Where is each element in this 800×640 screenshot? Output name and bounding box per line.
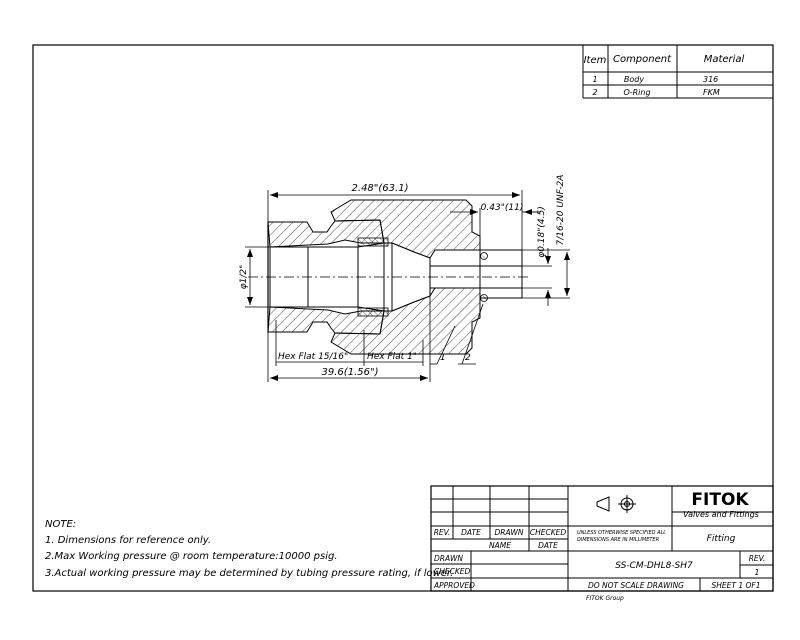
note-2: 2.Max Working pressure @ room temperatur… [45, 551, 338, 562]
parts-header-component: Component [613, 54, 672, 65]
parts-row-2-component: O-Ring [623, 88, 650, 97]
rev-header-date: DATE [461, 528, 481, 537]
rev-header-date2: DATE [538, 541, 558, 550]
o-ring-lower [480, 294, 488, 302]
parts-row-2-item: 2 [592, 88, 597, 97]
dim-stub-length: 0.43"(11) [481, 203, 524, 213]
dimensions: 2.48"(63.1) 0.43"(11) φ0.18"(4.5) 7/16-2… [239, 175, 570, 382]
o-ring-upper [480, 252, 488, 260]
parts-row-1-component: Body [624, 75, 644, 84]
note-3: 3.Actual working pressure may be determi… [45, 568, 453, 579]
sheet-number: SHEET 1 OF1 [712, 581, 761, 590]
brand-logo: FITOK [691, 490, 749, 510]
rev-value: 1 [755, 568, 760, 577]
part-number: SS-CM-DHL8-SH7 [615, 561, 693, 571]
rev-header-rev: REV. [434, 528, 451, 537]
scale-note: DO NOT SCALE DRAWING [588, 581, 684, 590]
dim-overall-length: 2.48"(63.1) [352, 183, 409, 194]
dim-hex-small: Hex Flat 1" [367, 352, 417, 362]
fitting-section-view [248, 199, 528, 355]
sheet-border [32, 44, 774, 592]
notes: NOTE: 1. Dimensions for reference only. … [45, 519, 453, 579]
parts-row-2-material: FKM [703, 88, 720, 97]
callout-1: 1 [440, 353, 446, 363]
rev-header-checked: CHECKED [530, 528, 567, 537]
brand-tagline: Valves and Fittings [683, 510, 759, 519]
description: Fitting [707, 534, 736, 544]
title-block: REV. DATE DRAWN CHECKED NAME DATE DRAWN … [430, 485, 774, 592]
rev-header-drawn: DRAWN [494, 528, 523, 537]
dim-body-length: 39.6(1.56") [322, 367, 379, 378]
dim-bore-dia: φ0.18"(4.5) [537, 206, 547, 257]
note-1: 1. Dimensions for reference only. [45, 535, 211, 546]
parts-row-1-item: 1 [592, 75, 597, 84]
parts-table: Item Component Material 1 Body 316 2 O-R… [582, 45, 773, 99]
body-upper-section [330, 199, 481, 259]
tolerance-note-1: UNLESS OTHERWISE SPECIFIED ALL [577, 530, 666, 536]
notes-title: NOTE: [45, 519, 76, 530]
dim-tube-dia: φ1/2" [239, 265, 249, 290]
parts-header-material: Material [704, 54, 745, 65]
rev-header-name: NAME [489, 541, 511, 550]
tolerance-note-2: DIMENSIONS ARE IN MILLIMETER [577, 537, 659, 543]
dim-thread: 7/16-20 UNF-2A [556, 175, 566, 246]
parts-header-item: Item [584, 55, 607, 66]
label-approved: APPROVED [433, 581, 475, 590]
rev-label: REV. [749, 554, 766, 563]
projection-symbol-icon [596, 495, 636, 513]
parts-row-1-material: 316 [703, 75, 718, 84]
label-checked: CHECKED [434, 567, 471, 576]
dim-hex-large: Hex Flat 15/16" [278, 352, 348, 362]
callout-2: 2 [465, 353, 471, 363]
label-drawn: DRAWN [434, 554, 463, 563]
footer-company: FITOK Group [586, 595, 624, 602]
